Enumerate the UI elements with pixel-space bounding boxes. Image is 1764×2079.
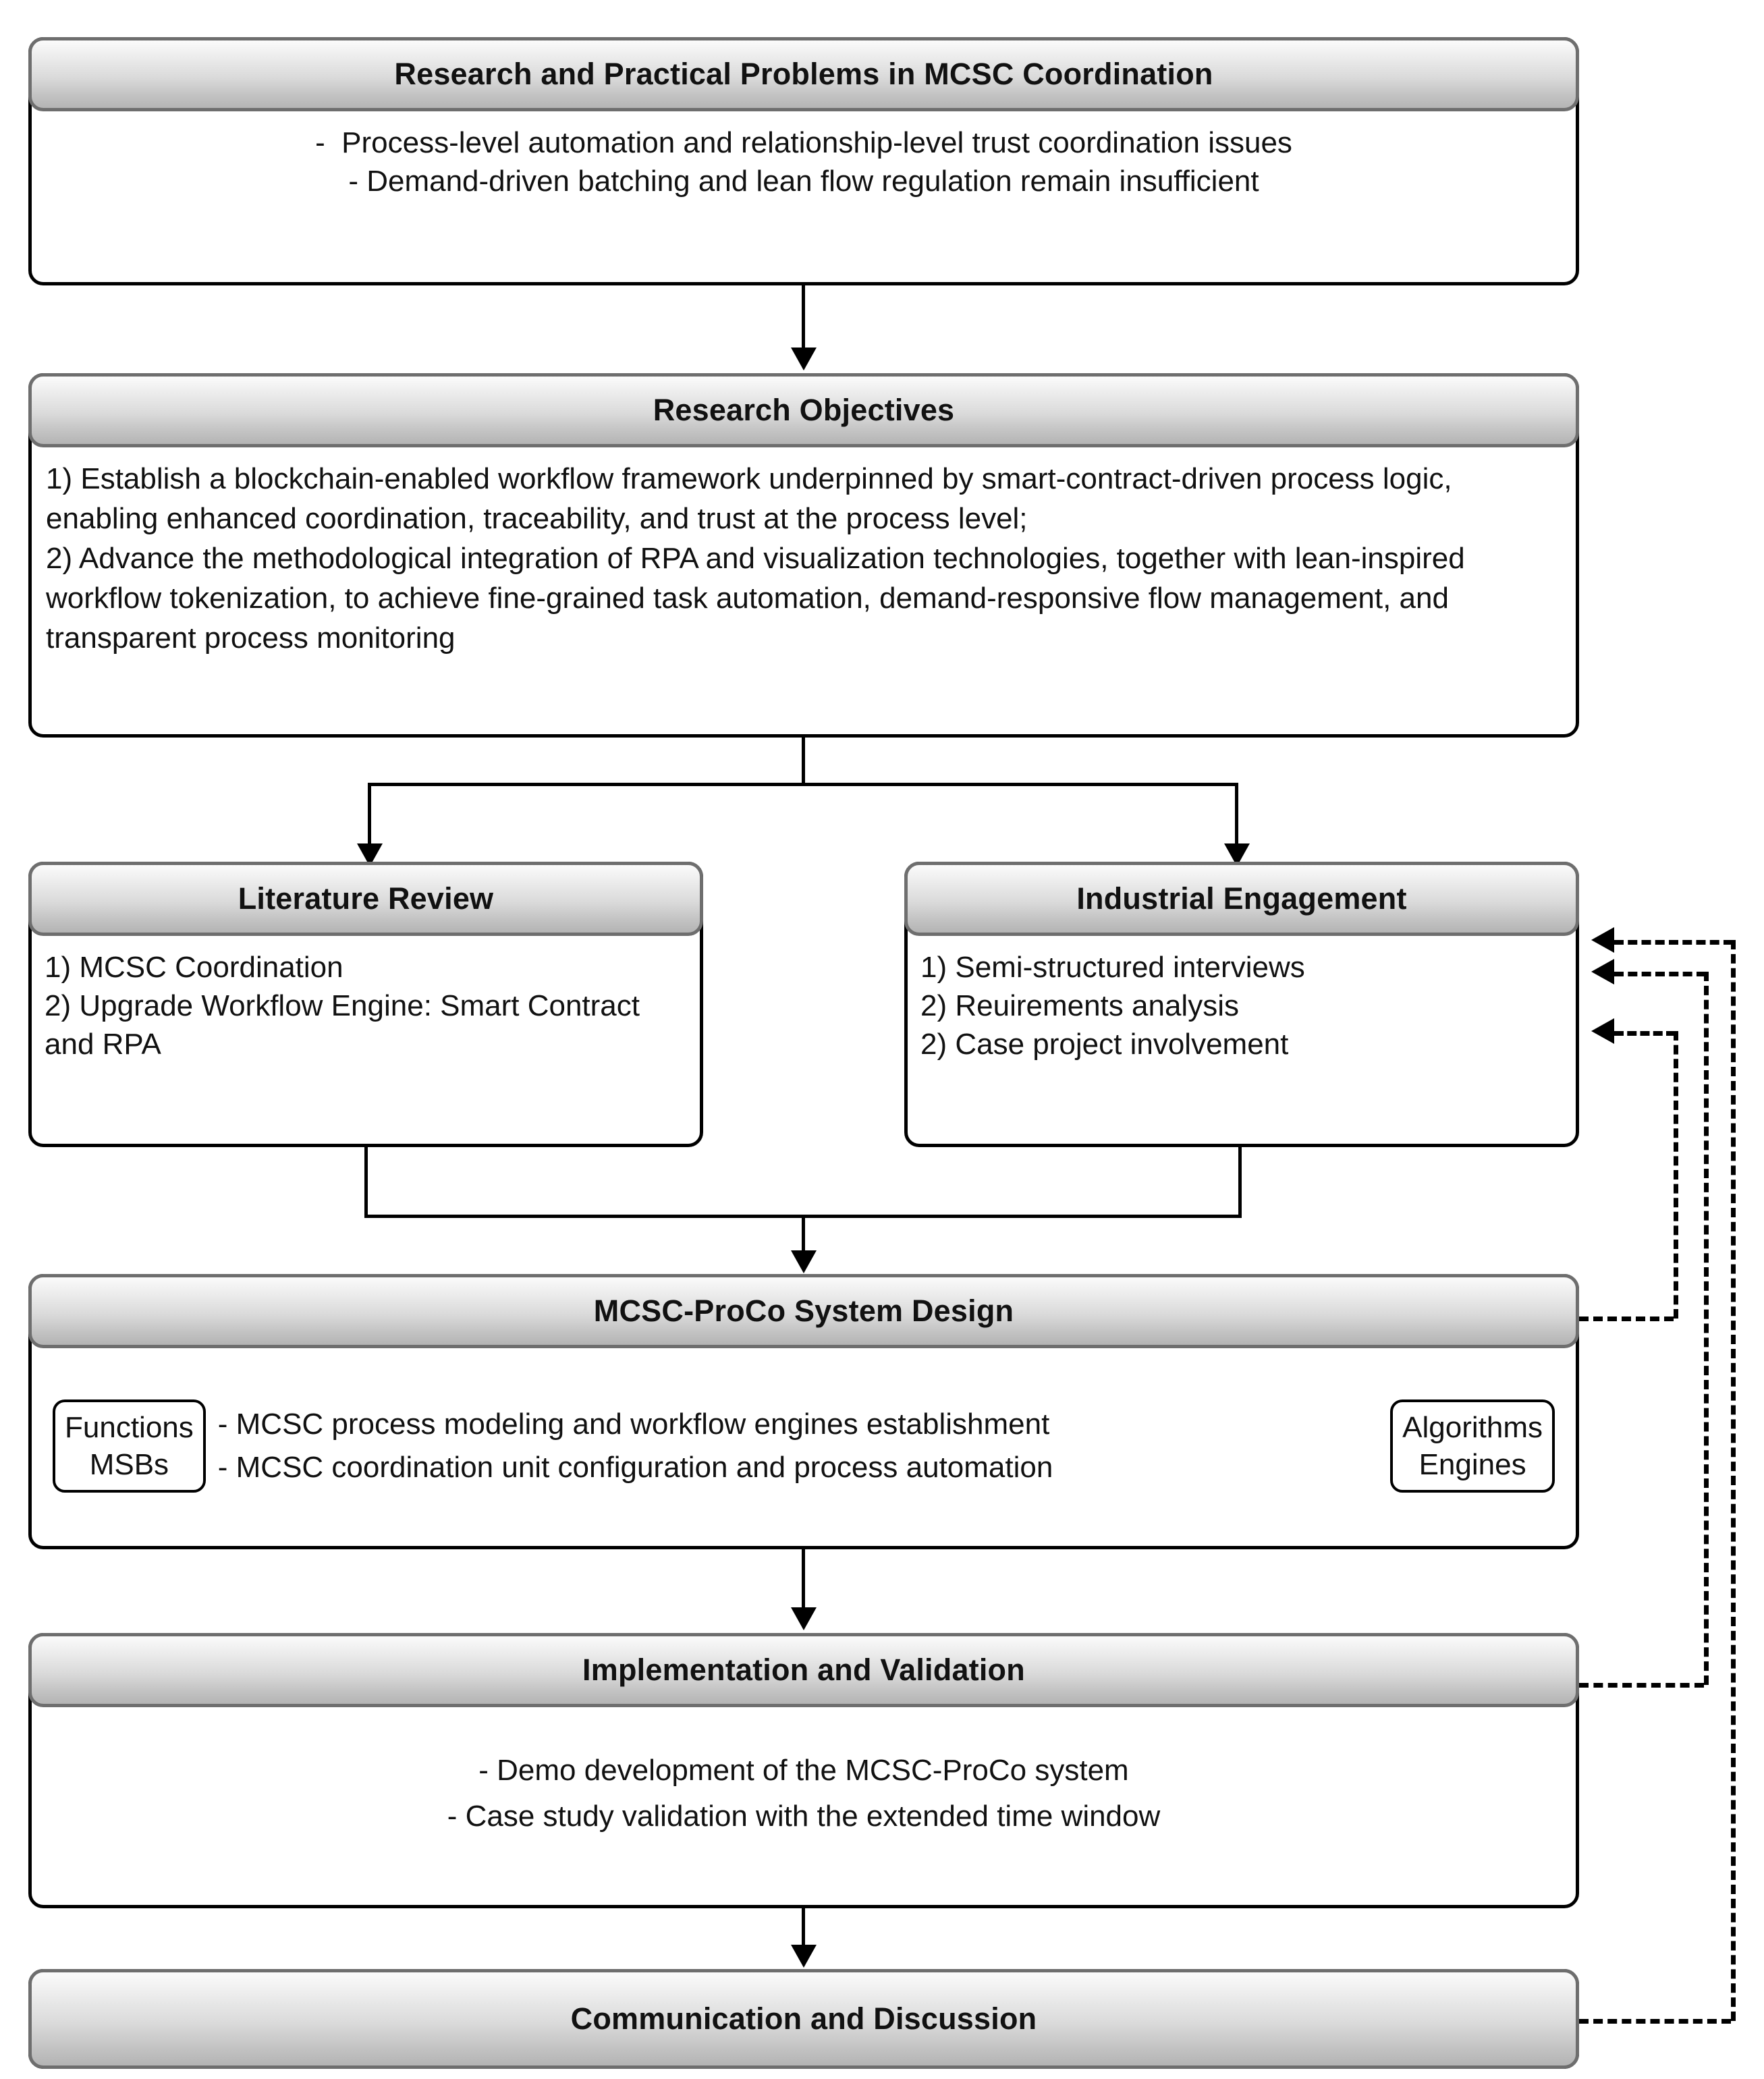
feedback-design-exit-segment <box>1579 1316 1674 1321</box>
edge-merge-to-design-line <box>802 1215 805 1255</box>
node-header-research-objectives[interactable]: Research Objectives <box>28 373 1579 447</box>
edge-objectives-to-industrial-line <box>1235 783 1238 850</box>
node-header-communication-discussion[interactable]: Communication and Discussion <box>28 1969 1579 2069</box>
edge-design-to-implementation-line <box>802 1549 805 1610</box>
feedback-implementation-entry-segment <box>1614 972 1706 976</box>
node-header-system-design[interactable]: MCSC-ProCo System Design <box>28 1274 1579 1348</box>
node-content-research-problems: - Process-level automation and relations… <box>28 123 1579 200</box>
list-item: - Case study validation with the extende… <box>447 1800 1161 1833</box>
list-item: 2) Case project involvement <box>920 1028 1289 1061</box>
edge-objectives-split-bar <box>368 783 1238 786</box>
chip-functions-msbs: Functions MSBs <box>53 1399 206 1493</box>
chip-line: Functions <box>65 1411 194 1444</box>
node-literature-review[interactable]: Literature Review 1) MCSC Coordination 2… <box>28 862 703 1147</box>
list-item: - Demand-driven batching and lean flow r… <box>348 165 1259 198</box>
node-title: Literature Review <box>238 881 494 916</box>
feedback-implementation-exit-segment <box>1579 1683 1704 1688</box>
edge-industrial-merge-line <box>1238 1147 1242 1218</box>
chip-line: Engines <box>1418 1448 1526 1481</box>
node-header-implementation-validation[interactable]: Implementation and Validation <box>28 1633 1579 1707</box>
feedback-design-vertical <box>1674 1031 1678 1319</box>
node-system-design[interactable]: MCSC-ProCo System Design Functions MSBs … <box>28 1274 1579 1549</box>
list-item: 2) Upgrade Workflow Engine: Smart Contra… <box>45 989 649 1061</box>
list-item: 1) Semi-structured interviews <box>920 951 1305 984</box>
bullet-list: - Demo development of the MCSC-ProCo sys… <box>28 1748 1579 1839</box>
feedback-communication-vertical <box>1731 940 1736 2021</box>
list-item: - Process-level automation and relations… <box>315 126 1292 159</box>
node-header-research-problems[interactable]: Research and Practical Problems in MCSC … <box>28 37 1579 111</box>
node-header-literature-review[interactable]: Literature Review <box>28 862 703 936</box>
node-title: Research Objectives <box>653 393 955 428</box>
node-content-literature-review: 1) MCSC Coordination 2) Upgrade Workflow… <box>45 948 687 1064</box>
numbered-list: 1) Establish a blockchain-enabled workfl… <box>46 460 1562 659</box>
node-research-objectives[interactable]: Research Objectives 1) Establish a block… <box>28 373 1579 738</box>
node-title: Communication and Discussion <box>570 2001 1037 2036</box>
feedback-communication-entry-segment <box>1614 940 1733 945</box>
edge-merge-to-design-arrowhead <box>791 1250 817 1273</box>
list-item: 2) Advance the methodological integratio… <box>46 541 1473 655</box>
node-communication-discussion[interactable]: Communication and Discussion <box>28 1969 1579 2069</box>
design-bullet-list: - MCSC process modeling and workflow eng… <box>206 1403 1390 1489</box>
chip-line: Algorithms <box>1402 1411 1543 1444</box>
edge-design-to-implementation-arrowhead <box>791 1607 817 1630</box>
node-content-implementation-validation: - Demo development of the MCSC-ProCo sys… <box>28 1748 1579 1839</box>
feedback-implementation-vertical <box>1704 972 1709 1685</box>
node-industrial-engagement[interactable]: Industrial Engagement 1) Semi-structured… <box>904 862 1579 1147</box>
node-content-system-design: Functions MSBs - MCSC process modeling a… <box>28 1355 1579 1537</box>
list-item: - MCSC coordination unit configuration a… <box>217 1451 1053 1484</box>
feedback-implementation-arrowhead <box>1591 959 1614 985</box>
feedback-communication-arrowhead <box>1591 927 1614 953</box>
node-title: Implementation and Validation <box>582 1653 1025 1688</box>
bullet-list: - Process-level automation and relations… <box>28 123 1579 200</box>
numbered-list: 1) Semi-structured interviews 2) Reuirem… <box>920 948 1563 1064</box>
edge-objectives-split-stem <box>802 738 805 785</box>
edge-objectives-to-literature-line <box>368 783 371 850</box>
chip-algorithms-engines: Algorithms Engines <box>1390 1399 1555 1493</box>
edge-implementation-to-communication-arrowhead <box>791 1945 817 1968</box>
node-content-research-objectives: 1) Establish a blockchain-enabled workfl… <box>46 460 1562 659</box>
edge-literature-merge-line <box>364 1147 368 1218</box>
feedback-design-arrowhead <box>1591 1018 1614 1044</box>
list-item: - Demo development of the MCSC-ProCo sys… <box>478 1754 1129 1787</box>
numbered-list: 1) MCSC Coordination 2) Upgrade Workflow… <box>45 948 687 1064</box>
list-item: 1) MCSC Coordination <box>45 951 343 984</box>
node-title: Industrial Engagement <box>1076 881 1407 916</box>
list-item: 2) Reuirements analysis <box>920 989 1239 1023</box>
node-header-industrial-engagement[interactable]: Industrial Engagement <box>904 862 1579 936</box>
node-implementation-validation[interactable]: Implementation and Validation - Demo dev… <box>28 1633 1579 1908</box>
edge-problems-to-objectives-arrowhead <box>791 348 817 370</box>
list-item: 1) Establish a blockchain-enabled workfl… <box>46 462 1460 535</box>
node-title: MCSC-ProCo System Design <box>593 1294 1014 1329</box>
node-title: Research and Practical Problems in MCSC … <box>394 57 1213 92</box>
feedback-design-entry-segment <box>1614 1031 1676 1036</box>
feedback-communication-exit-segment <box>1579 2019 1731 2024</box>
chip-line: MSBs <box>89 1448 169 1481</box>
node-content-industrial-engagement: 1) Semi-structured interviews 2) Reuirem… <box>920 948 1563 1064</box>
edge-implementation-to-communication-line <box>802 1908 805 1947</box>
edge-problems-to-objectives-line <box>802 285 805 350</box>
node-research-problems[interactable]: Research and Practical Problems in MCSC … <box>28 37 1579 285</box>
list-item: - MCSC process modeling and workflow eng… <box>217 1408 1050 1441</box>
